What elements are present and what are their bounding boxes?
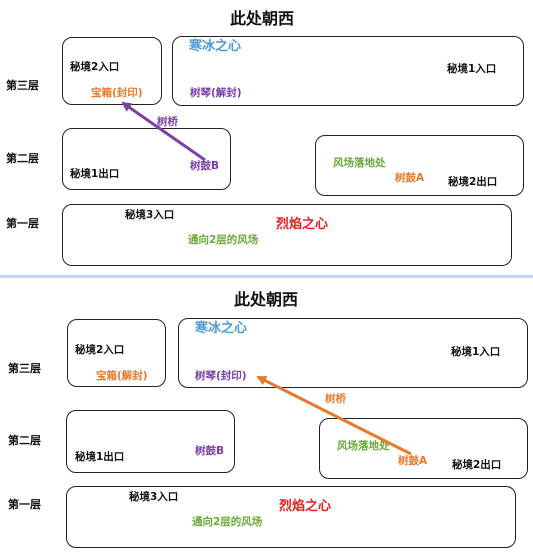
label-secret3-entrance: 秘境3入口 [129,491,179,503]
label-secret2-exit: 秘境2出口 [448,176,498,188]
map-panel-top: 此处朝西 第三层 第二层 第一层 秘境2入口 宝箱(封印) 寒冰之心 树琴(解封… [0,0,533,275]
room-ice-heart [178,318,528,388]
label-secret1-entrance: 秘境1入口 [447,63,497,75]
room-ice-heart [172,36,524,106]
orientation-title: 此处朝西 [230,9,295,28]
label-ice-heart: 寒冰之心 [195,321,248,336]
tree-bridge-arrow [256,375,412,456]
tree-bridge-arrow [121,101,206,162]
label-tree-bridge: 树桥 [325,393,346,405]
label-secret3-entrance: 秘境3入口 [125,209,175,221]
arrow-layer [121,101,206,162]
floor-label-3: 第三层 [8,362,41,375]
floor-label-1: 第一层 [8,498,41,511]
label-ice-heart: 寒冰之心 [189,39,242,54]
label-tree-bridge: 树桥 [157,116,178,128]
room-wind-landing [315,135,524,196]
panel-divider [0,275,533,278]
label-wind-to-floor2: 通向2层的风场 [188,234,259,246]
label-treasure: 宝箱(封印) [91,87,143,99]
label-secret2-exit: 秘境2出口 [452,459,502,471]
room-fire-heart [66,486,516,548]
orientation-title: 此处朝西 [234,290,299,309]
label-drum-b: 树鼓B [190,160,220,172]
map-panel-bottom: 此处朝西 第三层 第二层 第一层 秘境2入口 宝箱(解封) 寒冰之心 树琴(封印… [0,279,533,557]
floor-label-3: 第三层 [6,79,39,92]
label-secret1-exit: 秘境1出口 [70,168,120,180]
label-secret2-entrance: 秘境2入口 [75,344,125,356]
label-drum-a: 树鼓A [398,455,428,467]
room-fire-heart [62,204,512,266]
label-drum-a: 树鼓A [395,172,425,184]
room-wind-landing [319,418,528,479]
label-secret1-entrance: 秘境1入口 [451,346,501,358]
label-secret1-exit: 秘境1出口 [75,451,125,463]
floor-label-2: 第二层 [8,434,41,447]
label-wind-landing: 风场落地处 [333,157,386,169]
room-secret2-entrance [67,319,166,387]
label-harp: 树琴(封印) [195,370,247,382]
label-wind-landing: 风场落地处 [337,440,390,452]
label-wind-to-floor2: 通向2层的风场 [192,516,263,528]
floor-label-1: 第一层 [6,217,39,230]
arrow-layer [256,375,412,456]
room-secret2-entrance [62,37,162,105]
room-secret1-exit [66,410,235,473]
label-harp: 树琴(解封) [190,87,242,99]
label-fire-heart: 烈焰之心 [276,217,329,232]
label-secret2-entrance: 秘境2入口 [70,61,120,73]
label-drum-b: 树鼓B [195,445,225,457]
floor-label-2: 第二层 [6,152,39,165]
label-treasure: 宝箱(解封) [96,370,148,382]
label-fire-heart: 烈焰之心 [279,499,332,514]
